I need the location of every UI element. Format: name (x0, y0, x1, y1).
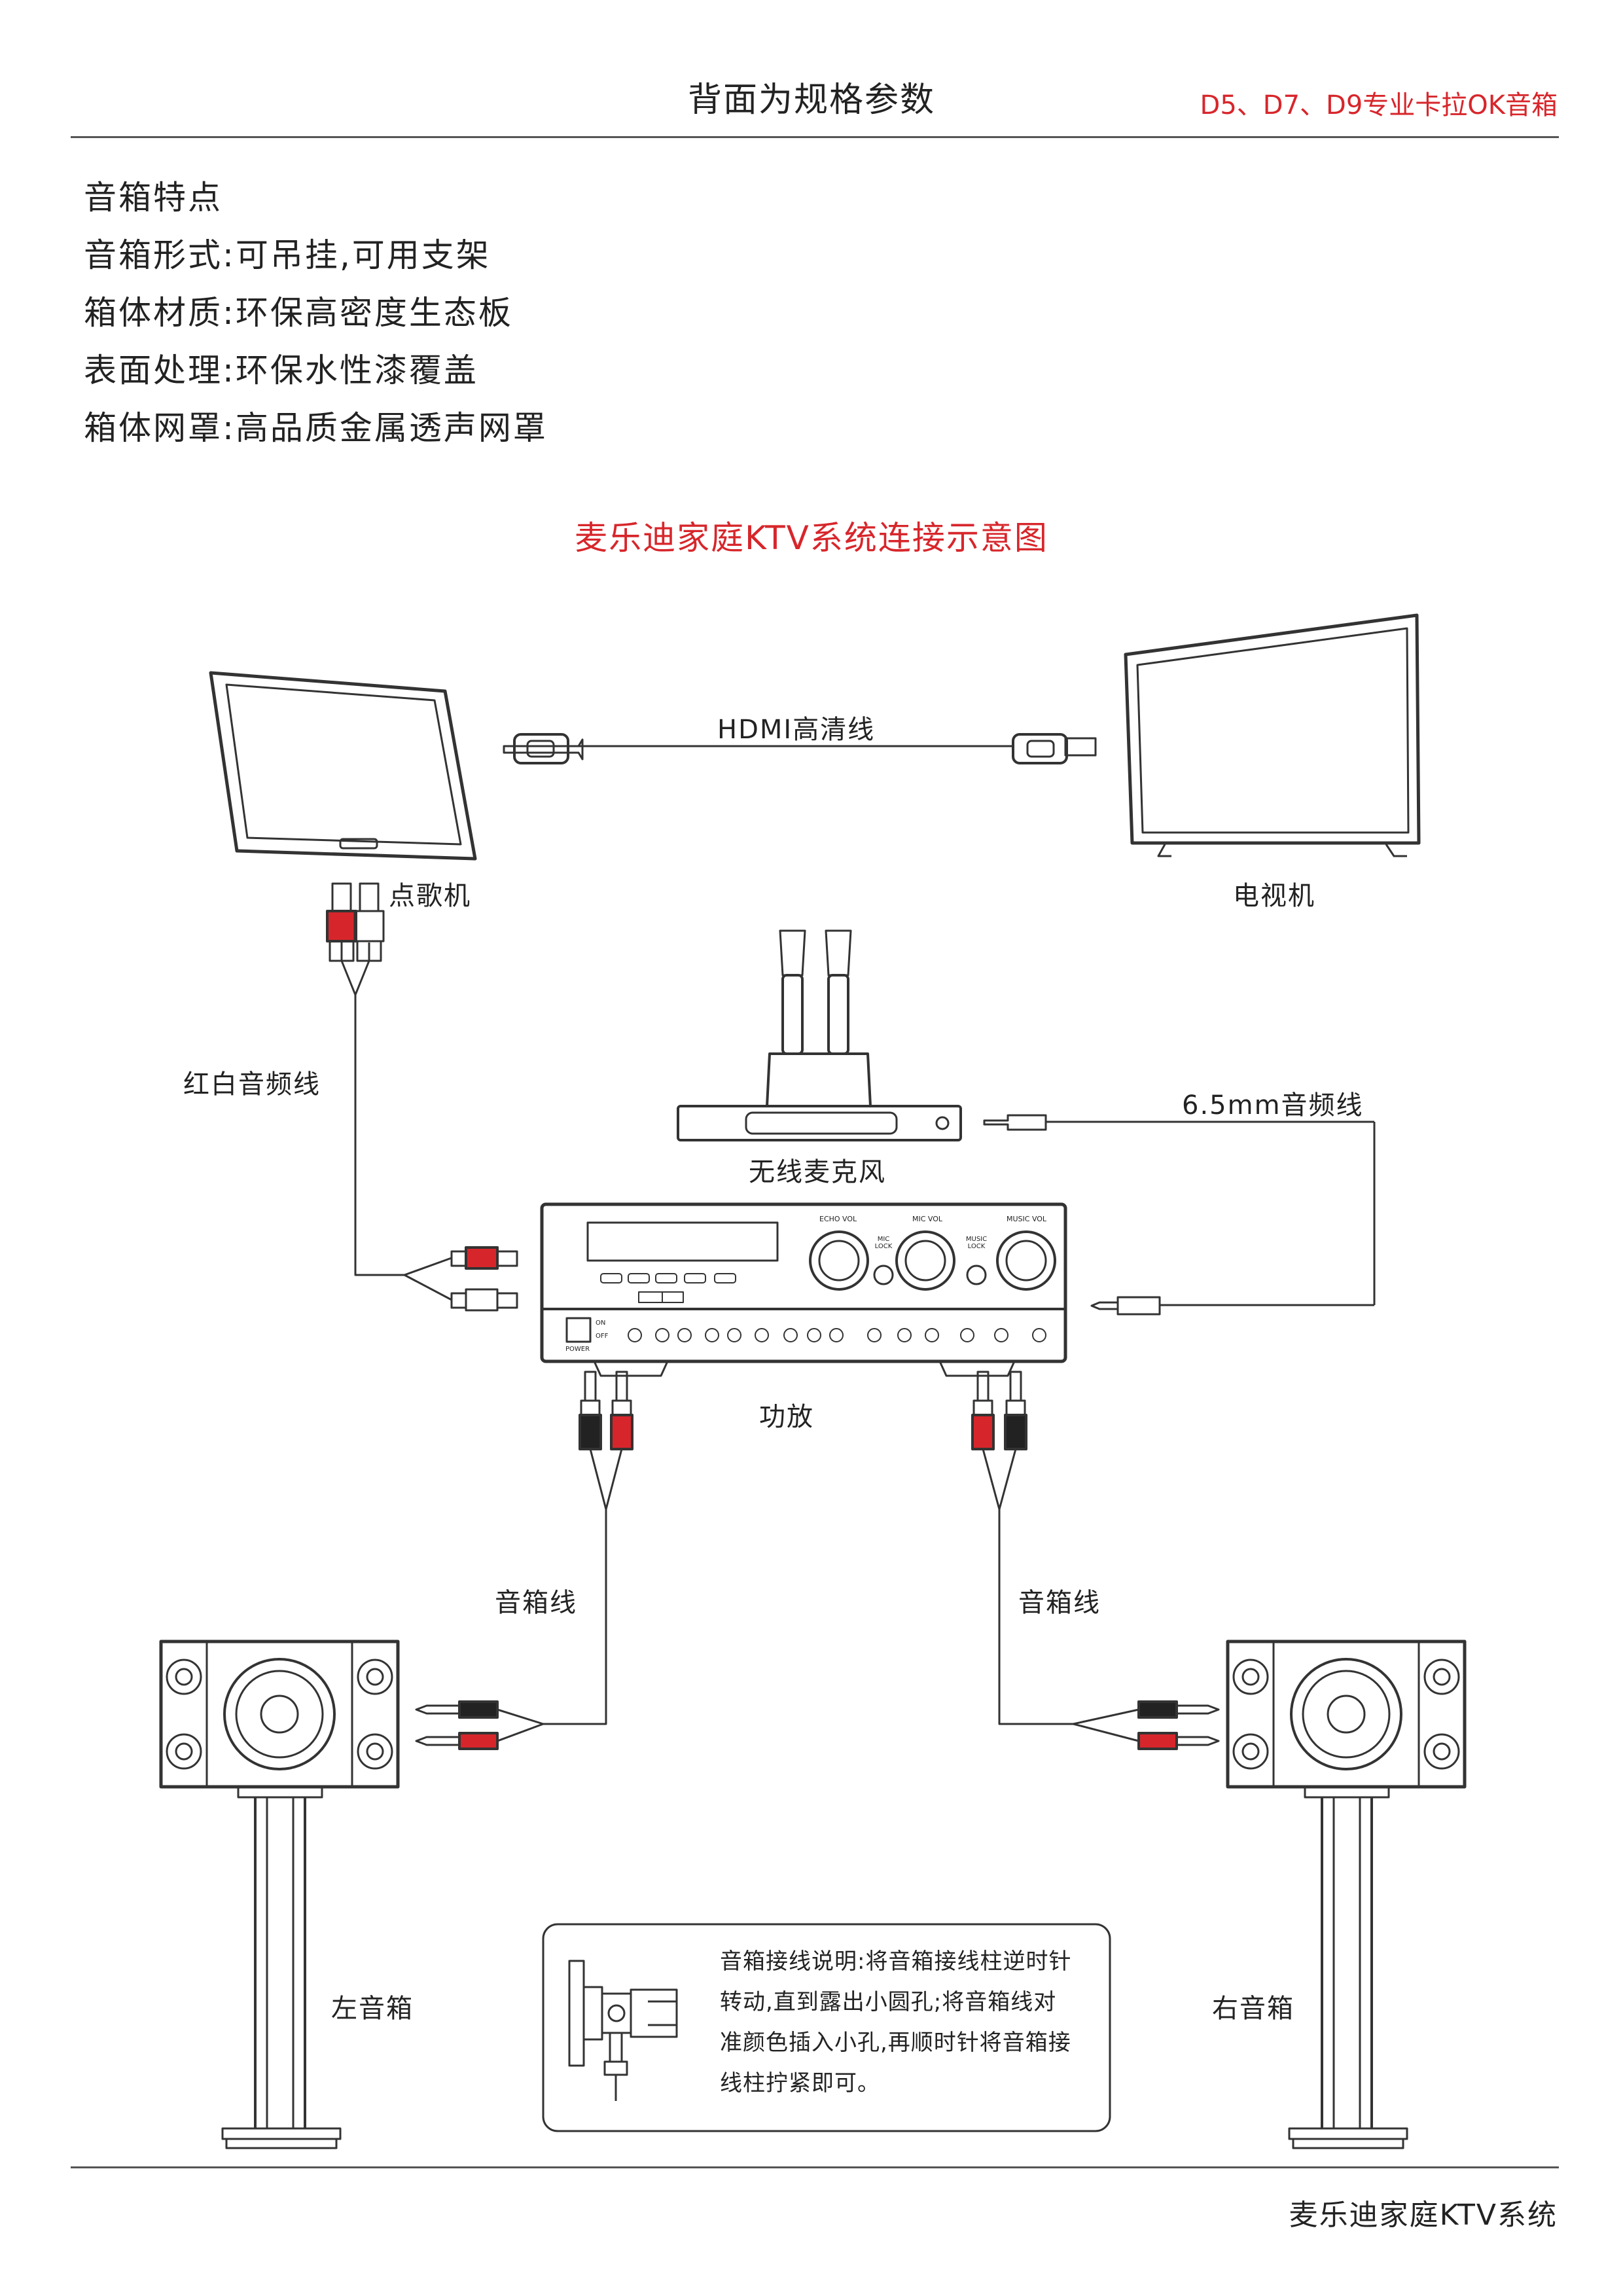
feature-item: 箱体网罩:高品质金属透声网罩 (84, 409, 548, 447)
lock-label: MUSIC LOCK (965, 1236, 988, 1250)
left-speaker-icon (159, 1640, 400, 2149)
page-title: 背面为规格参数 (687, 81, 935, 120)
diagram-title: 麦乐迪家庭KTV系统连接示意图 (575, 519, 1048, 557)
power-off-label: OFF (596, 1333, 609, 1340)
instruction-box (542, 1923, 1111, 2132)
instruction-text: 准颜色插入小孔,再顺时针将音箱接 (720, 2030, 1071, 2056)
tv-icon (1124, 613, 1421, 857)
amplifier-label: 功放 (759, 1402, 814, 1432)
product-name: D5、D7、D9专业卡拉OK音箱 (1200, 90, 1558, 120)
speaker-plugs-right (971, 1371, 1220, 1750)
tv-label: 电视机 (1233, 881, 1315, 911)
footer-divider (71, 2166, 1559, 2168)
speaker-cable-label-right: 音箱线 (1018, 1588, 1101, 1618)
speaker-plugs-left (415, 1371, 633, 1750)
hdmi-cable (503, 733, 1097, 764)
feature-item: 表面处理:环保水性漆覆盖 (84, 351, 478, 389)
power-label: POWER (565, 1346, 590, 1353)
instruction-text: 线柱拧紧即可。 (720, 2070, 880, 2096)
amplifier-icon (540, 1202, 1067, 1377)
footer-text: 麦乐迪家庭KTV系统 (1289, 2198, 1558, 2232)
feature-item: 音箱形式:可吊挂,可用支架 (84, 236, 491, 274)
knob-label: MUSIC VOL (1007, 1215, 1047, 1223)
rca-cable-label: 红白音频线 (183, 1069, 321, 1100)
knob-label: ECHO VOL (819, 1215, 857, 1223)
hdmi-cable-label: HDMI高清线 (717, 715, 876, 745)
speaker-cable-label-left: 音箱线 (495, 1588, 577, 1618)
power-on-label: ON (596, 1319, 606, 1327)
feature-heading: 音箱特点 (84, 179, 223, 217)
cable-6-5mm-label: 6.5mm音频线 (1182, 1090, 1364, 1121)
jukebox-label: 点歌机 (389, 881, 471, 911)
wireless-microphone-label: 无线麦克风 (749, 1157, 886, 1187)
knob-label: MIC VOL (912, 1215, 943, 1223)
instruction-text: 转动,直到露出小圆孔;将音箱线对 (720, 1989, 1057, 2015)
instruction-text: 音箱接线说明:将音箱接线柱逆时针 (720, 1948, 1072, 1975)
feature-item: 箱体材质:环保高密度生态板 (84, 294, 513, 332)
lock-label: MIC LOCK (874, 1236, 893, 1250)
right-speaker-label: 右音箱 (1212, 1994, 1294, 2024)
right-speaker-icon (1226, 1640, 1467, 2149)
left-speaker-label: 左音箱 (331, 1994, 414, 2024)
rca-plug-pair (326, 882, 518, 1312)
wireless-microphone-icon (677, 929, 962, 1141)
jukebox-icon (209, 671, 477, 861)
cable-6-5mm (983, 1114, 1376, 1316)
header-divider (71, 136, 1559, 138)
